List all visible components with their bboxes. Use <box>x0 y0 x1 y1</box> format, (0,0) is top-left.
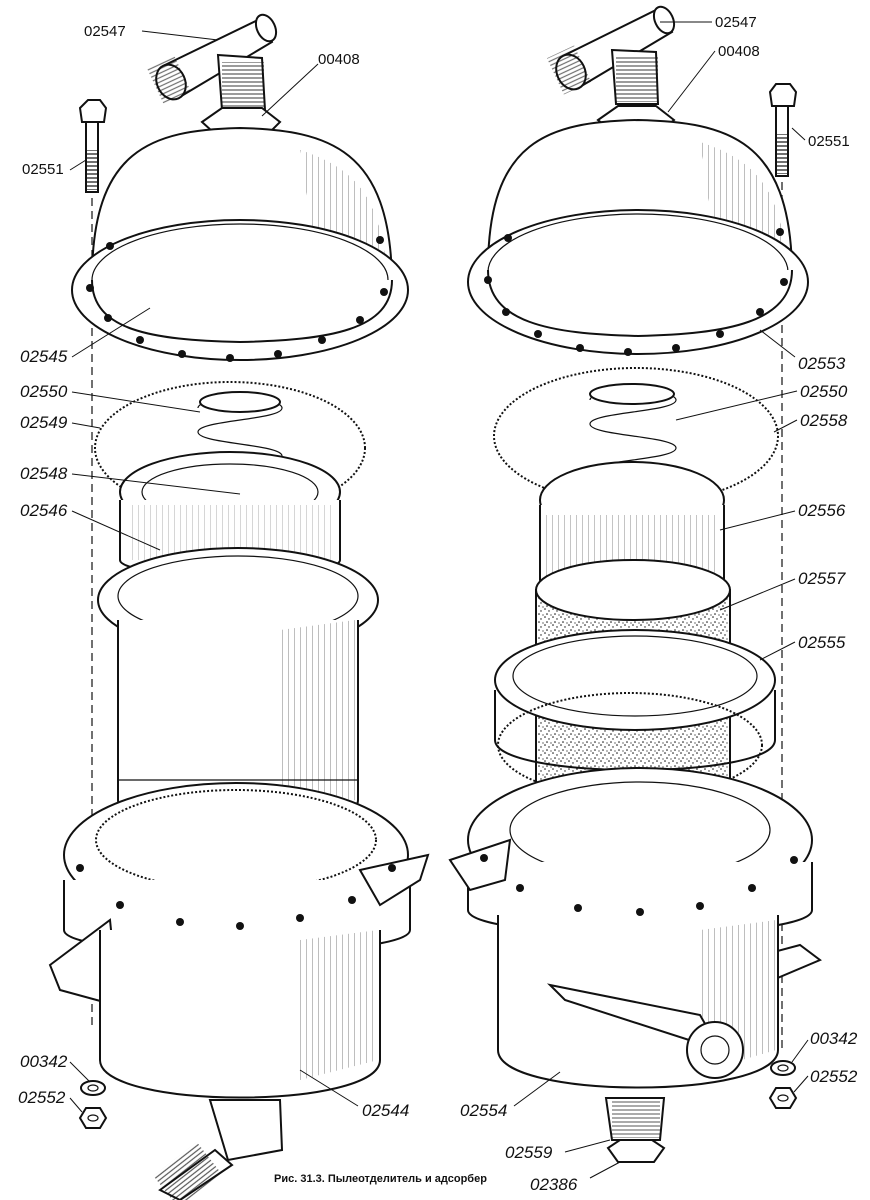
label-right-02552: 02552 <box>810 1067 858 1086</box>
left-dome-cover <box>71 126 409 362</box>
label-left-02550: 02550 <box>20 382 68 401</box>
label-right-02557: 02557 <box>798 569 846 588</box>
label-right-02550: 02550 <box>800 382 848 401</box>
leader-lines <box>69 21 809 1179</box>
left-spring <box>197 391 283 490</box>
label-left-00342: 00342 <box>20 1052 68 1071</box>
left-cylinder <box>97 547 379 831</box>
right-assembly <box>448 5 822 1163</box>
label-left-02548: 02548 <box>20 464 68 483</box>
left-tee-fitting <box>146 13 278 111</box>
label-right-02555: 02555 <box>798 633 846 652</box>
label-left-02545: 02545 <box>20 347 68 366</box>
label-left-02544: 02544 <box>362 1101 409 1120</box>
label-right-02556: 02556 <box>798 501 846 520</box>
label-left-02552: 02552 <box>18 1088 66 1107</box>
label-left-00408: 00408 <box>318 51 360 68</box>
label-right-02386: 02386 <box>530 1175 578 1194</box>
label-right-00408: 00408 <box>718 43 760 60</box>
label-right-00342: 00342 <box>810 1029 858 1048</box>
left-lower-body <box>48 782 430 1200</box>
label-right-02554: 02554 <box>460 1101 507 1120</box>
label-right-02551: 02551 <box>808 133 850 150</box>
right-ring <box>494 629 776 798</box>
labels-right: 02547 00408 02551 02553 02550 02558 0255… <box>460 14 858 1194</box>
left-washer-nut <box>78 1080 108 1129</box>
figure-caption: Рис. 31.3. Пылеотделитель и адсорбер <box>274 1173 487 1185</box>
label-left-02546: 02546 <box>20 501 68 520</box>
label-left-02549: 02549 <box>20 413 68 432</box>
right-lower-body <box>448 767 822 1163</box>
label-left-02551: 02551 <box>22 161 64 178</box>
label-left-02547: 02547 <box>84 23 126 40</box>
right-dome-cover <box>467 118 809 356</box>
right-tee-fitting <box>546 5 676 105</box>
right-bolt <box>768 83 798 1050</box>
label-right-02559: 02559 <box>505 1143 553 1162</box>
left-gasket <box>94 381 366 515</box>
labels-left: 02547 00408 02551 02545 02550 02549 0254… <box>18 23 409 1120</box>
label-right-02558: 02558 <box>800 411 848 430</box>
left-assembly <box>48 13 430 1200</box>
right-washer-nut <box>768 1060 798 1109</box>
label-right-02553: 02553 <box>798 354 846 373</box>
label-right-02547: 02547 <box>715 14 757 31</box>
